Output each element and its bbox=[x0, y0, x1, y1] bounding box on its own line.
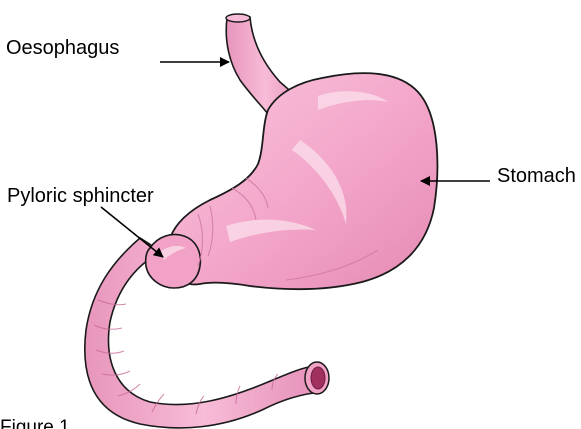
label-oesophagus: Oesophagus bbox=[6, 38, 119, 58]
stomach-body bbox=[168, 73, 437, 289]
duodenum-lumen bbox=[311, 367, 325, 389]
figure-caption: Figure 1 bbox=[0, 418, 70, 429]
label-pyloric-sphincter: Pyloric sphincter bbox=[7, 186, 154, 206]
label-stomach: Stomach bbox=[497, 166, 576, 186]
pyloric-region bbox=[146, 235, 201, 289]
oesophagus-opening bbox=[226, 14, 250, 22]
